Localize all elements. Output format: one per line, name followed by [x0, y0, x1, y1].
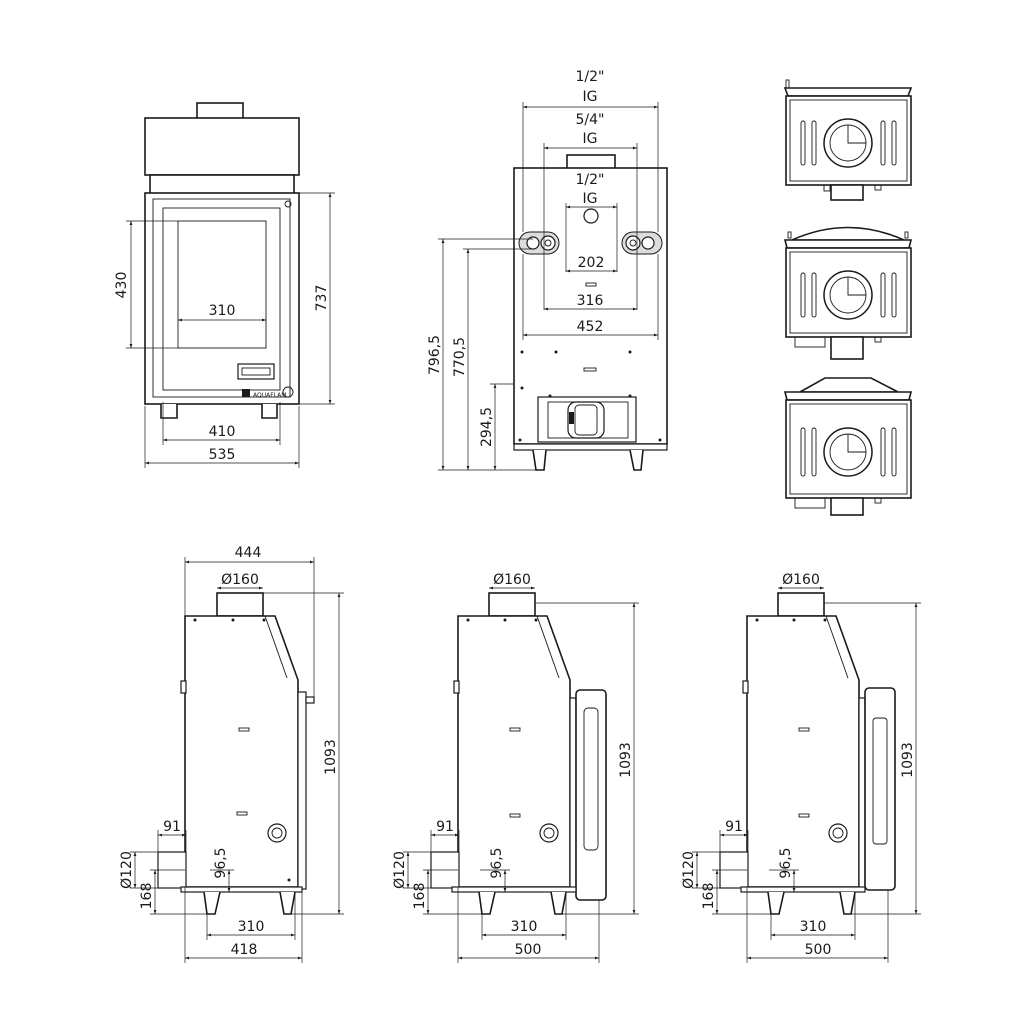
front-dim-410: 410 — [209, 424, 236, 440]
side1-dim-96: 96,5 — [213, 847, 229, 878]
side1-dim-1093: 1093 — [323, 739, 339, 775]
rear-dim-452: 452 — [577, 319, 604, 335]
side1-dim-168: 168 — [139, 883, 155, 910]
side2-dim-flue: Ø160 — [493, 572, 531, 588]
front-dim-430: 430 — [114, 272, 130, 299]
side3-dim-96: 96,5 — [778, 847, 794, 878]
rear-pipe-top-size: 1/2" — [576, 69, 605, 85]
side3-dim-91: 91 — [725, 819, 743, 835]
rear-pipe-mid-size: 5/4" — [576, 112, 605, 128]
top-view-rounded — [783, 226, 913, 360]
top-view-flat — [783, 79, 913, 201]
side-view-2: Ø160 1093 91 Ø120 96,5 168 310 500 — [392, 572, 639, 963]
side2-dim-91: 91 — [436, 819, 454, 835]
rear-pipe-low-thread: IG — [583, 191, 598, 207]
front-dim-535: 535 — [209, 447, 236, 463]
top-view-angled — [783, 377, 913, 516]
front-dim-737: 737 — [314, 285, 330, 312]
side3-dim-flue: Ø160 — [782, 572, 820, 588]
rear-dim-294: 294,5 — [479, 407, 495, 447]
front-dim-310: 310 — [209, 303, 236, 319]
side2-dim-1093: 1093 — [618, 742, 634, 778]
side1-dim-120: Ø120 — [119, 851, 135, 889]
side3-dim-120: Ø120 — [681, 851, 697, 889]
side2-dim-120: Ø120 — [392, 851, 408, 889]
rear-pipe-mid-thread: IG — [583, 131, 598, 147]
brand-logo-text: AQUAFLAM — [253, 392, 286, 399]
side2-dim-310: 310 — [511, 919, 538, 935]
rear-pipe-low-size: 1/2" — [576, 172, 605, 188]
side2-dim-168: 168 — [412, 883, 428, 910]
side3-dim-310: 310 — [800, 919, 827, 935]
side3-dim-168: 168 — [701, 883, 717, 910]
side-view-3: Ø160 1093 91 Ø120 96,5 168 310 500 — [681, 572, 921, 963]
side1-dim-418: 418 — [231, 942, 258, 958]
rear-dim-770: 770,5 — [452, 337, 468, 377]
side3-dim-1093: 1093 — [900, 742, 916, 778]
rear-dim-202: 202 — [578, 255, 605, 271]
rear-pipe-top-thread: IG — [583, 89, 598, 105]
side1-dim-444: 444 — [235, 545, 262, 561]
side-view-1: 444 Ø160 1093 91 Ø120 96,5 168 310 — [119, 545, 344, 963]
rear-view: 1/2" IG 5/4" IG 1/2" IG 202 316 452 796,… — [427, 69, 668, 471]
rear-dim-316: 316 — [577, 293, 604, 309]
side2-dim-500: 500 — [515, 942, 542, 958]
side1-dim-flue: Ø160 — [221, 572, 259, 588]
rear-dim-796: 796,5 — [427, 335, 443, 375]
side1-dim-310: 310 — [238, 919, 265, 935]
side1-dim-91: 91 — [163, 819, 181, 835]
side2-dim-96: 96,5 — [489, 847, 505, 878]
front-view: AQUAFLAM 310 410 535 430 737 — [114, 102, 335, 468]
side3-dim-500: 500 — [805, 942, 832, 958]
